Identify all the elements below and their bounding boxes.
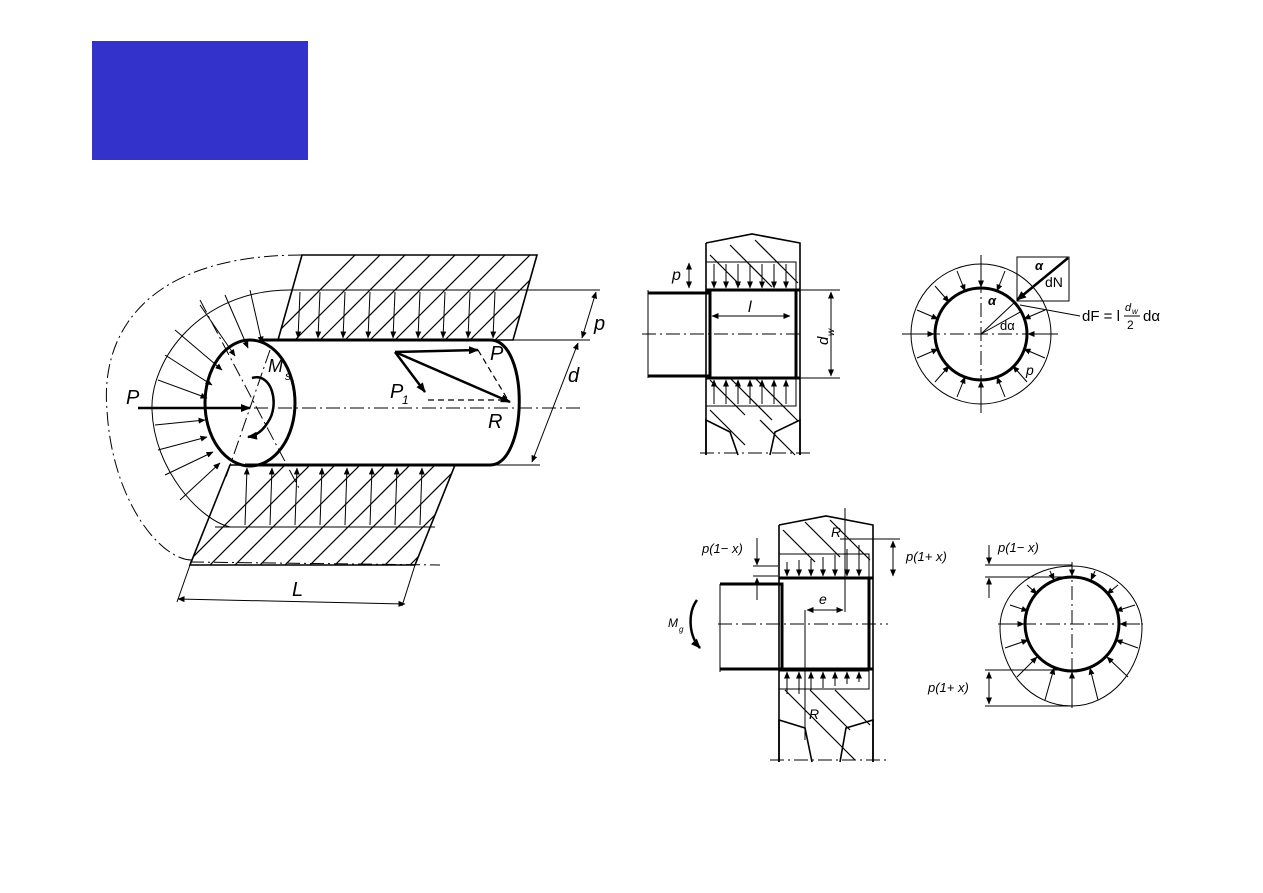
label-diameter: d <box>568 365 580 387</box>
label-bending-moment-sub: g <box>679 625 684 634</box>
label-pressure: p <box>593 313 605 335</box>
formula-rhs: dα <box>1143 308 1160 325</box>
label-resultant-bottom: R <box>809 706 819 722</box>
figure-ring-uniform-pressure: α dN α dα p dF = l d w 2 dα <box>902 255 1160 413</box>
label-pressure: p <box>671 267 681 284</box>
label-d-alpha: dα <box>1000 318 1015 333</box>
label-resultant: R <box>488 411 502 433</box>
label-force-p1-sub: 1 <box>402 393 409 407</box>
label-alpha: α <box>988 293 997 308</box>
label-p-high: p(1+ x) <box>927 680 969 695</box>
figure-hub-section-uniform: p l d w <box>642 233 840 456</box>
label-torque-sub: s <box>285 369 291 383</box>
label-alpha-box: α <box>1035 258 1044 273</box>
label-p-high: p(1+ x) <box>905 549 947 564</box>
label-normal-force: dN <box>1045 274 1063 290</box>
formula-numerator-sub: w <box>1132 307 1139 316</box>
label-pressure: p <box>1025 362 1034 378</box>
figure-shaft-hub-3d: P M s p d L P P 1 R <box>105 254 605 607</box>
label-axial-force: P <box>126 387 140 409</box>
label-diameter: d <box>815 336 832 345</box>
figure-ring-nonuniform-pressure: p(1− x) p(1+ x) <box>927 540 1143 708</box>
label-length: l <box>748 299 752 316</box>
label-diameter-sub: w <box>826 328 837 336</box>
label-force-p1: P <box>390 381 404 403</box>
formula-lhs: dF = l <box>1082 308 1120 325</box>
formula-denominator: 2 <box>1127 318 1134 332</box>
label-resultant-top: R <box>831 524 841 540</box>
label-length: L <box>292 579 303 601</box>
figure-hub-section-eccentric: p(1− x) p(1+ x) R R e M g <box>668 508 947 763</box>
formula-numerator: d <box>1125 302 1132 314</box>
label-force-p: P <box>490 343 504 365</box>
label-eccentricity: e <box>819 591 827 607</box>
title-block <box>92 41 308 160</box>
label-p-low: p(1− x) <box>701 541 743 556</box>
label-p-low: p(1− x) <box>997 540 1039 555</box>
label-torque: M <box>268 356 283 376</box>
label-bending-moment: M <box>668 616 678 630</box>
